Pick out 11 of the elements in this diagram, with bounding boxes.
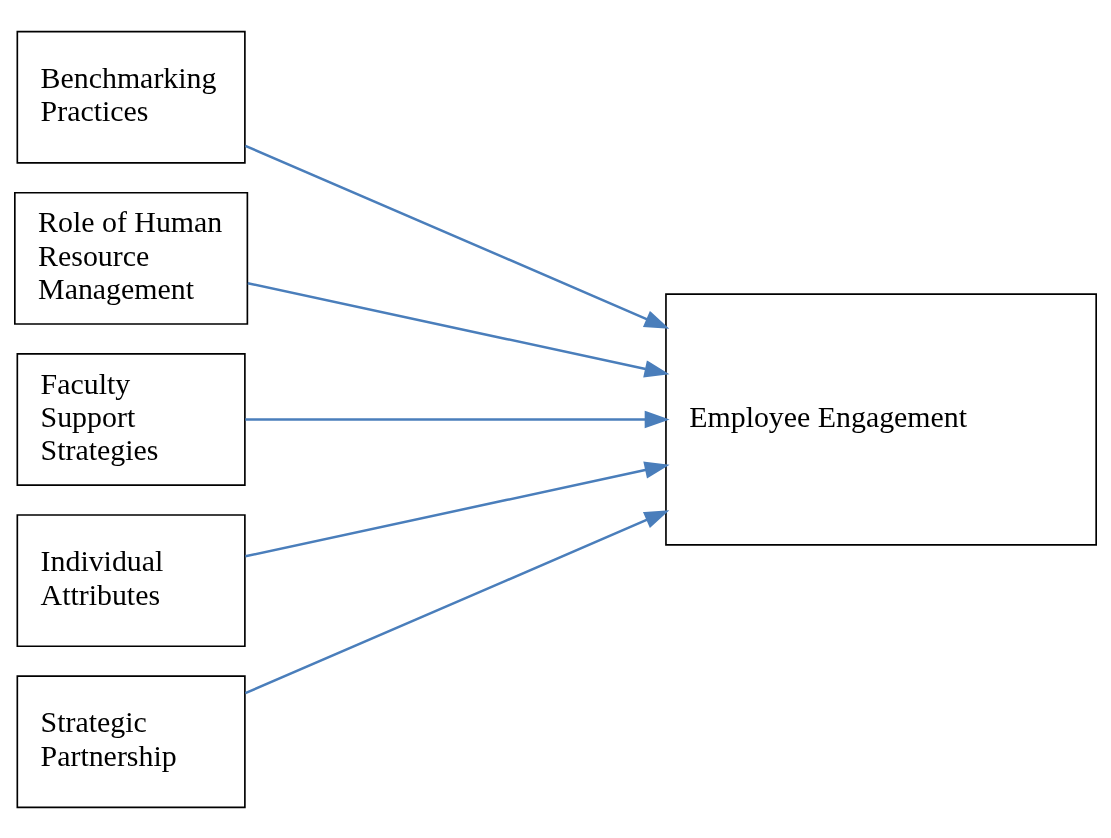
node-box: Role of Human Resource Management [14, 191, 249, 325]
arrow [245, 461, 670, 558]
node-box: Employee Engagement [665, 292, 1097, 546]
arrow [245, 410, 670, 428]
arrow [244, 144, 670, 329]
node-box: Benchmarking Practices [16, 30, 246, 164]
arrow [244, 509, 670, 694]
arrow [247, 281, 670, 377]
node-box: Individual Attributes [16, 513, 246, 647]
node-box: Faculty Support Strategies [16, 352, 246, 486]
node-box: Strategic Partnership [16, 674, 246, 808]
